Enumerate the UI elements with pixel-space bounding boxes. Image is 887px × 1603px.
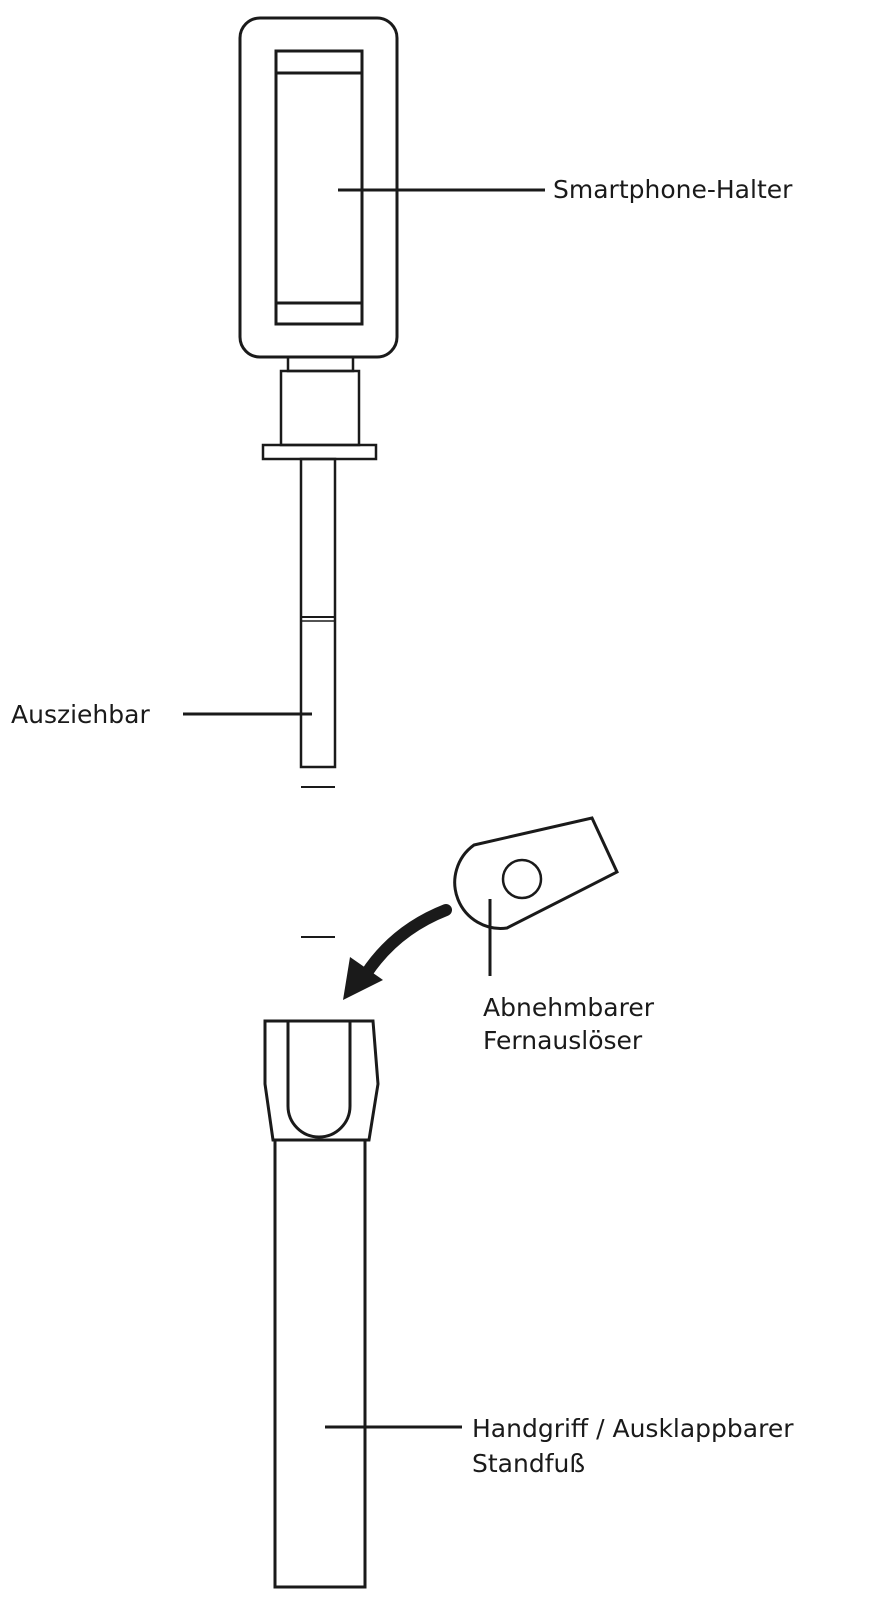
neck-joint: [279, 369, 361, 447]
remote-button-icon: [501, 858, 543, 900]
extendable-label: Ausziehbar: [11, 700, 150, 729]
remote-body: [453, 816, 619, 930]
handle-label-line1: Handgriff / Ausklappbarer: [472, 1414, 794, 1443]
extendable-pole: [299, 457, 337, 938]
handle-head: [263, 1019, 380, 1142]
handle-head-shell: [263, 1019, 380, 1142]
holder-neck: [261, 355, 378, 461]
arrow-head: [343, 957, 383, 1000]
curved-arrow-icon: [343, 904, 452, 1000]
handle: [273, 1138, 367, 1589]
remote-shutter: [453, 816, 619, 930]
holder-label: Smartphone-Halter: [553, 175, 793, 204]
handle-label-line2: Standfuß: [472, 1449, 585, 1478]
remote-label-line2: Fernauslöser: [483, 1026, 643, 1055]
arrow-shaft: [360, 904, 452, 980]
smartphone-holder: [238, 16, 399, 359]
remote-slot: [286, 1021, 352, 1139]
pole-tube: [299, 457, 337, 769]
holder-clamp: [274, 49, 364, 326]
handle-body: [273, 1138, 367, 1589]
remote-label-line1: Abnehmbarer: [483, 993, 655, 1022]
holder-frame: [238, 16, 399, 359]
neck-flange: [261, 443, 378, 461]
neck-collar: [286, 355, 355, 373]
